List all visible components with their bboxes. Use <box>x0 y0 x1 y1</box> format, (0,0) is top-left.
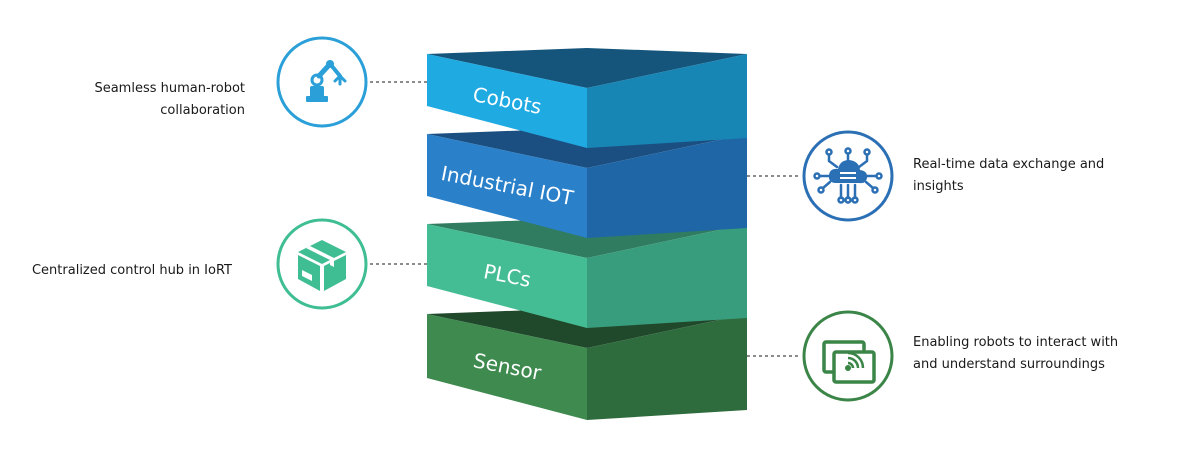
icon-circle <box>276 36 368 128</box>
icon-circle <box>276 218 368 310</box>
icon-circle <box>802 310 894 402</box>
layer-front-face <box>427 314 587 420</box>
layer-front-face <box>427 224 587 328</box>
icon-circle <box>802 130 894 222</box>
layer-top-face <box>427 48 747 88</box>
layer-description: Real-time data exchange and insights <box>913 157 1105 194</box>
layer-front-face <box>427 134 587 238</box>
layer-description: Seamless human-robot collaboration <box>94 81 245 118</box>
layer-side-face <box>587 134 747 238</box>
layer-side-face <box>587 54 747 148</box>
layer-front-face <box>427 54 587 148</box>
layer-side-face <box>587 314 747 420</box>
layer-cobots: Cobots <box>427 48 747 148</box>
layer-description: Centralized control hub in IoRT <box>31 263 232 278</box>
layer-description: Enabling robots to interact with and und… <box>913 335 1119 372</box>
layer-side-face <box>587 224 747 328</box>
